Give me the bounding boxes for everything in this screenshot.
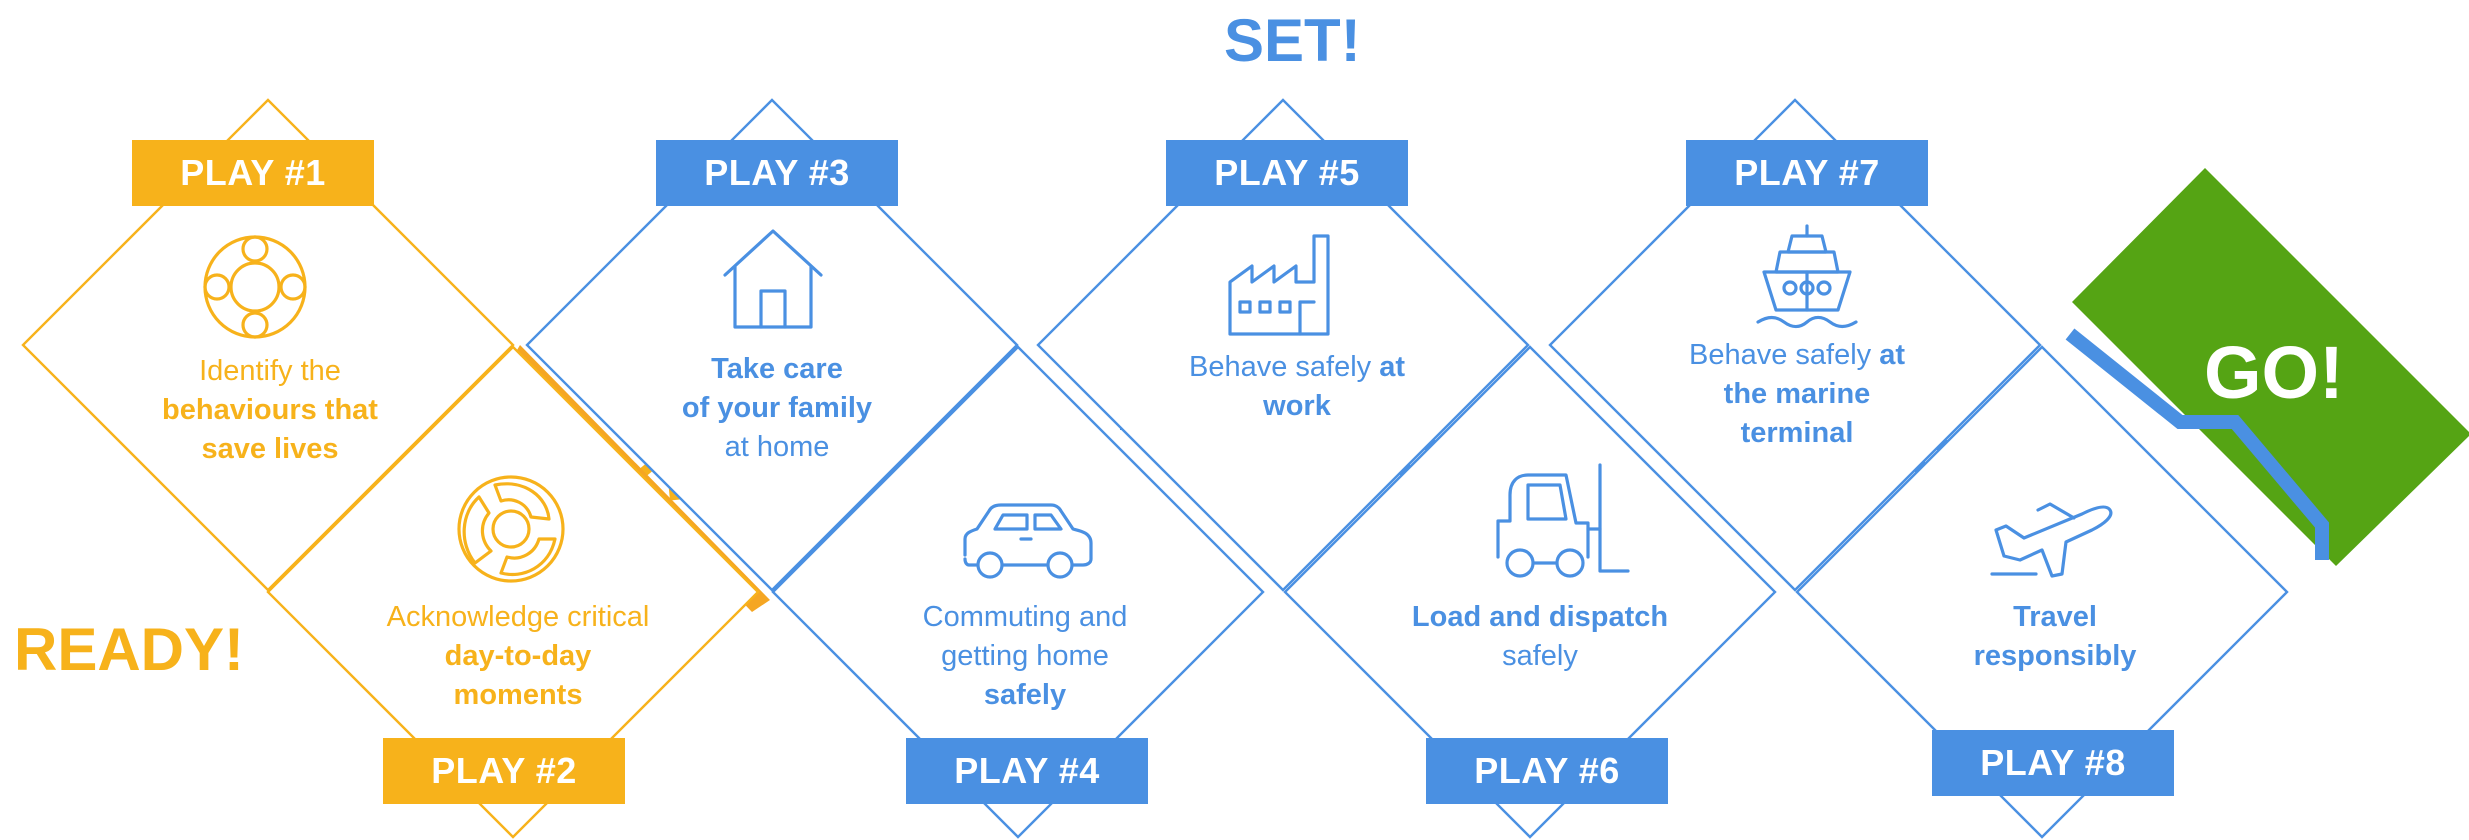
house-icon (723, 229, 823, 329)
play-2-diamond (266, 345, 760, 839)
play-3-diamond (525, 98, 1019, 592)
play-8-description: Travel responsibly (1890, 598, 2220, 676)
plain-text: Behave safely (1188, 351, 1380, 383)
play-5-tag: PLAY #5 (1166, 140, 1408, 206)
emphasis-text: terminal (1740, 417, 1854, 449)
emphasis-text: save lives (201, 433, 339, 465)
ready-label: READY! (14, 616, 245, 683)
emphasis-text: Travel (2013, 601, 2097, 633)
airplane-icon (1990, 502, 2113, 578)
emphasis-text: safely (983, 679, 1067, 711)
emphasis-text: of your family (681, 392, 873, 424)
set-label: SET! (1224, 7, 1361, 74)
emphasis-text: at (1379, 351, 1406, 383)
play-4-diamond (771, 345, 1265, 839)
play-6-description: Load and dispatch safely (1375, 598, 1705, 676)
diamonds (21, 98, 2289, 839)
play-4-tag: PLAY #4 (906, 738, 1148, 804)
plain-text: getting home (941, 640, 1109, 672)
emphasis-text: work (1263, 390, 1331, 422)
play-5-description-line: work (1132, 387, 1462, 426)
emphasis-text: responsibly (1973, 640, 2137, 672)
plain-text: Commuting and (922, 601, 1128, 633)
play-1-description-line: save lives (105, 430, 435, 469)
play-5-description-line: Behave safely at (1132, 348, 1462, 387)
lifebuoy-icon (203, 235, 307, 339)
go-stripe (2065, 328, 2329, 560)
play-4-description-line: Commuting and (860, 598, 1190, 637)
play-6-description-line: safely (1375, 637, 1705, 676)
go-block (2065, 168, 2469, 566)
emphasis-text: behaviours that (162, 394, 378, 426)
plain-text: safely (1502, 640, 1578, 672)
play-8-description-line: Travel (1890, 598, 2220, 637)
play-5-diamond (1036, 98, 1530, 592)
play-1-tag: PLAY #1 (132, 140, 374, 206)
play-1-description: Identify the behaviours that save lives (105, 352, 435, 469)
play-8-diamond (1795, 345, 2289, 839)
play-4-description: Commuting and getting home safely (860, 598, 1190, 715)
play-1-description-line: Identify the (105, 352, 435, 391)
play-7-tag: PLAY #7 (1686, 140, 1928, 206)
forklift-icon (1496, 463, 1630, 578)
play-6-description-line: Load and dispatch (1375, 598, 1705, 637)
play-3-description-line: Take care (612, 350, 942, 389)
play-1-description-line: behaviours that (105, 391, 435, 430)
play-7-diamond (1548, 98, 2042, 592)
play-3-description: Take care of your family at home (612, 350, 942, 467)
plain-text: Identify the (199, 355, 341, 387)
play-8-description-line: responsibly (1890, 637, 2220, 676)
play-1-diamond (21, 98, 515, 592)
play-6-diamond (1283, 345, 1777, 839)
emphasis-text: Take care (711, 353, 843, 385)
play-2-description: Acknowledge critical day-to-day moments (353, 598, 683, 715)
play-7-description-line: Behave safely at (1632, 336, 1962, 375)
play-2-description-line: Acknowledge critical (353, 598, 683, 637)
play-3-tag: PLAY #3 (656, 140, 898, 206)
plain-text: Acknowledge critical (386, 601, 650, 633)
ship-icon (1756, 224, 1858, 329)
play-3-description-line: of your family (612, 389, 942, 428)
cycle-arrows-icon (457, 475, 565, 583)
factory-icon (1228, 234, 1330, 336)
emphasis-text: at (1879, 339, 1906, 371)
play-3-description-line: at home (612, 428, 942, 467)
car-icon (963, 503, 1093, 579)
play-2-description-line: moments (353, 676, 683, 715)
plain-text: at home (724, 431, 830, 463)
emphasis-text: day-to-day (444, 640, 592, 672)
play-4-description-line: getting home (860, 637, 1190, 676)
play-7-description-line: terminal (1632, 414, 1962, 453)
play-2-tag: PLAY #2 (383, 738, 625, 804)
go-label: GO! (2204, 331, 2344, 414)
play-6-tag: PLAY #6 (1426, 738, 1668, 804)
go-diamond (2072, 168, 2469, 566)
play-8-tag: PLAY #8 (1932, 730, 2174, 796)
emphasis-text: moments (453, 679, 583, 711)
play-4-description-line: safely (860, 676, 1190, 715)
play-2-description-line: day-to-day (353, 637, 683, 676)
emphasis-text: the marine (1723, 378, 1871, 410)
play-7-description-line: the marine (1632, 375, 1962, 414)
emphasis-text: Load and dispatch (1411, 601, 1669, 633)
plain-text: Behave safely (1688, 339, 1880, 371)
